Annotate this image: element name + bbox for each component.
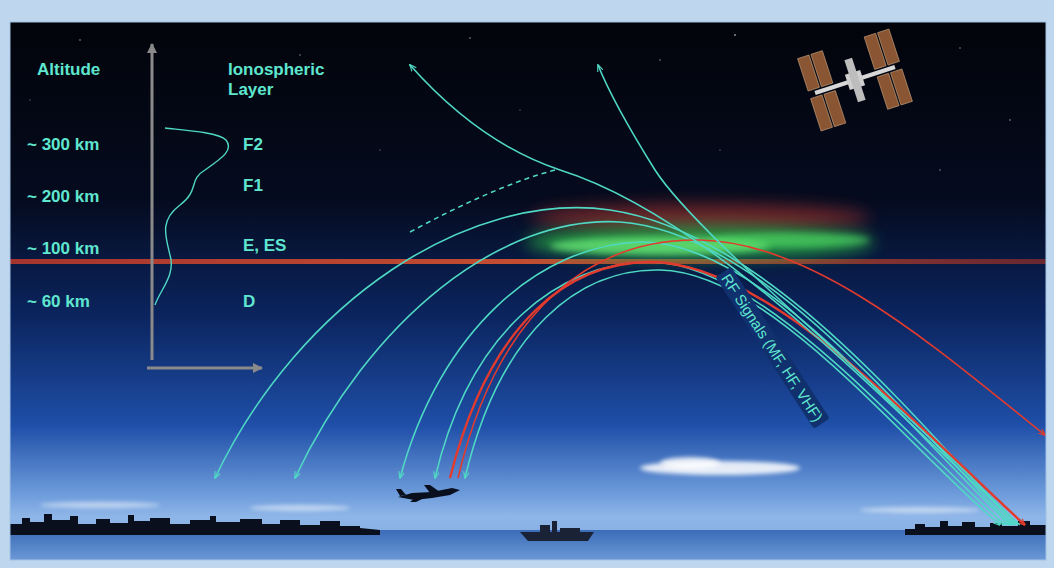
stars-part xyxy=(79,39,81,41)
signal-ray-red xyxy=(450,262,1025,525)
space-station-part xyxy=(798,29,913,131)
signal-ray xyxy=(295,222,1012,525)
night-sky xyxy=(10,22,1046,560)
altitude-value: ~ 200 km xyxy=(27,187,99,207)
layer-name: F2 xyxy=(243,135,263,155)
ship-part xyxy=(520,532,594,541)
frame xyxy=(10,22,1046,560)
layer-name: F1 xyxy=(243,176,263,196)
altitude-value: ~ 300 km xyxy=(27,135,99,155)
clouds-part xyxy=(860,507,980,513)
altitude-axes-part xyxy=(147,367,262,370)
axis-title: Ionospheric Layer xyxy=(228,60,346,99)
left-city-skyline xyxy=(10,514,380,535)
stars-part xyxy=(1009,119,1011,121)
left-city-skyline-part xyxy=(10,514,380,535)
escaping-ray xyxy=(598,65,1018,525)
ionospheric-red-band xyxy=(10,259,1046,264)
stars xyxy=(29,34,1010,171)
space-station-part-part xyxy=(877,29,899,65)
space-station xyxy=(798,29,913,131)
stars-part xyxy=(959,47,960,48)
aurora-part xyxy=(710,233,870,247)
aircraft xyxy=(396,485,460,502)
clouds-part xyxy=(250,505,350,511)
scene xyxy=(10,22,1046,560)
clouds-part xyxy=(660,457,720,469)
aurora xyxy=(525,204,875,258)
stars-part xyxy=(519,109,520,110)
space-station-part-part xyxy=(824,91,846,127)
right-city-skyline-part xyxy=(905,521,1046,535)
signal-ray xyxy=(465,270,1000,525)
stars-part xyxy=(939,169,940,170)
ship-part xyxy=(552,521,557,532)
right-city-skyline xyxy=(905,521,1046,535)
ship-part xyxy=(560,528,580,532)
space-station-part-part xyxy=(811,51,833,87)
stars-part xyxy=(719,149,720,150)
layer-name: D xyxy=(243,292,255,312)
stars-part xyxy=(659,59,660,60)
space-station-part-part xyxy=(890,69,912,105)
aurora-part xyxy=(525,226,875,258)
stars-part xyxy=(29,99,30,100)
stars-part xyxy=(299,54,300,55)
aircraft-part xyxy=(396,489,406,496)
layer-name: E, ES xyxy=(243,236,286,256)
density-profile xyxy=(155,128,229,305)
ship-part xyxy=(540,525,550,532)
altitude-value: ~ 60 km xyxy=(27,292,90,312)
signal-ray xyxy=(435,262,1005,525)
aircraft-part xyxy=(410,494,430,502)
rf-signal-paths xyxy=(215,65,1045,525)
clouds-part xyxy=(40,502,160,508)
stars-part xyxy=(469,37,471,39)
dashed-ray xyxy=(410,170,555,232)
aircraft-part xyxy=(424,485,440,493)
space-station-part xyxy=(844,58,865,102)
stars-part xyxy=(734,34,736,36)
altitude-axes-part xyxy=(151,44,154,360)
altitude-value: ~ 100 km xyxy=(27,239,99,259)
stars-part xyxy=(379,149,380,150)
clouds xyxy=(40,457,980,513)
axis-title: Altitude xyxy=(37,60,100,80)
escaping-ray xyxy=(410,65,1020,525)
signal-ray xyxy=(400,242,1010,525)
ship xyxy=(520,521,594,541)
signal-ray-red xyxy=(458,240,1045,478)
